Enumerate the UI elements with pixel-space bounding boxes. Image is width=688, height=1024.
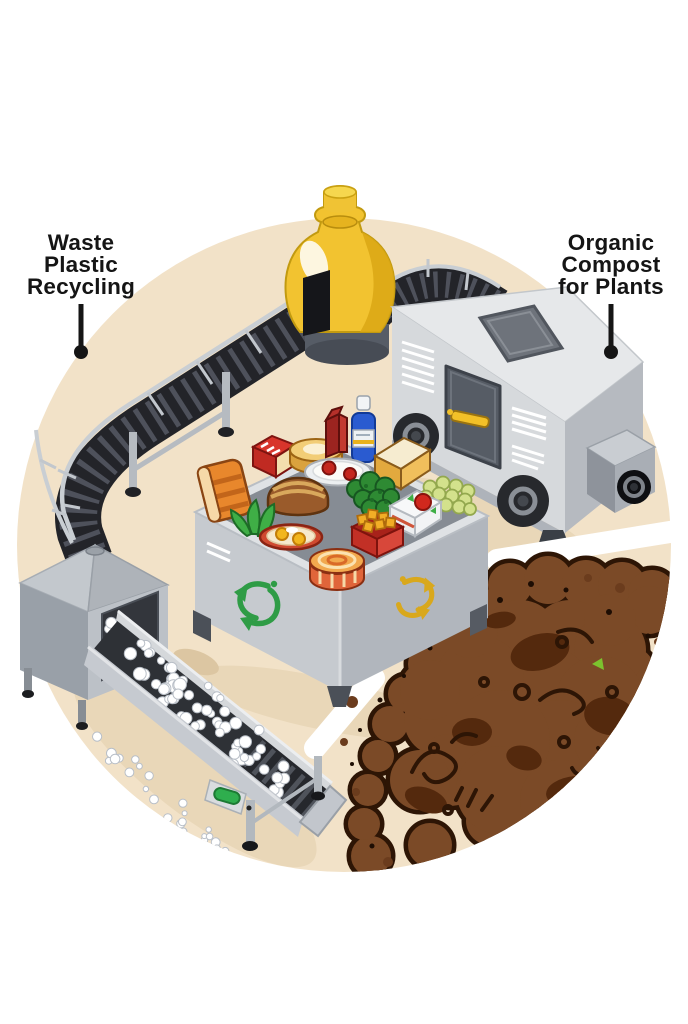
roller-conveyor-top [34, 272, 361, 568]
collection-truck [389, 286, 657, 552]
cinnamon-roll-stack [309, 548, 365, 591]
butter-block [372, 436, 433, 491]
burger-bun [266, 476, 330, 517]
recycle-arrows-green-icon [234, 580, 281, 631]
door-handle [450, 409, 490, 429]
trough-near-wall [84, 645, 304, 837]
truck-rear-wheel [497, 475, 549, 527]
hopper-silo [284, 185, 396, 365]
trough-end-cap [298, 784, 348, 838]
label-left-line1: Waste [48, 230, 114, 255]
label-right-line2: Compost [562, 252, 661, 277]
fruit-box [349, 508, 406, 559]
green-start-button [213, 787, 241, 805]
food-waste-items [196, 395, 477, 591]
juice-carton [323, 405, 348, 459]
bin-vent-slats [206, 541, 231, 563]
vent-slats-front [401, 340, 435, 394]
bin-feet [193, 604, 487, 707]
bin-right-face [340, 516, 488, 692]
conveyor-outer-rail [34, 429, 74, 544]
label-right-line1: Organic [568, 230, 654, 255]
bread-loaf [196, 458, 253, 523]
machine-vent [85, 546, 105, 556]
egg-plate [258, 523, 324, 551]
recycle-arrows-yellow-icon [396, 576, 436, 620]
pellets-on-conveyor [123, 639, 291, 799]
machine-left-face [20, 583, 88, 700]
pointer-dot-right [604, 345, 618, 359]
machine-legs [24, 668, 86, 724]
conveyor-rail [59, 272, 336, 541]
hopper-neck-ring [322, 215, 358, 229]
bin-left-face [195, 512, 340, 692]
hopper-opening [303, 270, 330, 336]
trough-far-wall [116, 610, 332, 792]
conveyor-legs [129, 372, 230, 490]
label-left-line3: Recycling [27, 274, 135, 299]
label-left-line2: Plastic [44, 252, 118, 277]
pointer-dot-left [74, 345, 88, 359]
pellet-conveyor [84, 609, 348, 867]
water-bottle [351, 395, 376, 463]
compost-green-fleck [592, 658, 604, 670]
vent-slats-rear [511, 406, 547, 471]
label-organic-compost-for-plants: Organic Compost for Plants [558, 230, 664, 359]
sector-separators [304, 520, 687, 759]
berry-plate [304, 457, 372, 487]
trough-legs [246, 756, 322, 844]
truck-rear-unit [585, 429, 657, 513]
label-right-line3: for Plants [558, 274, 664, 299]
compost-squiggles [410, 627, 619, 816]
label-waste-plastic-recycling: Waste Plastic Recycling [27, 230, 135, 359]
